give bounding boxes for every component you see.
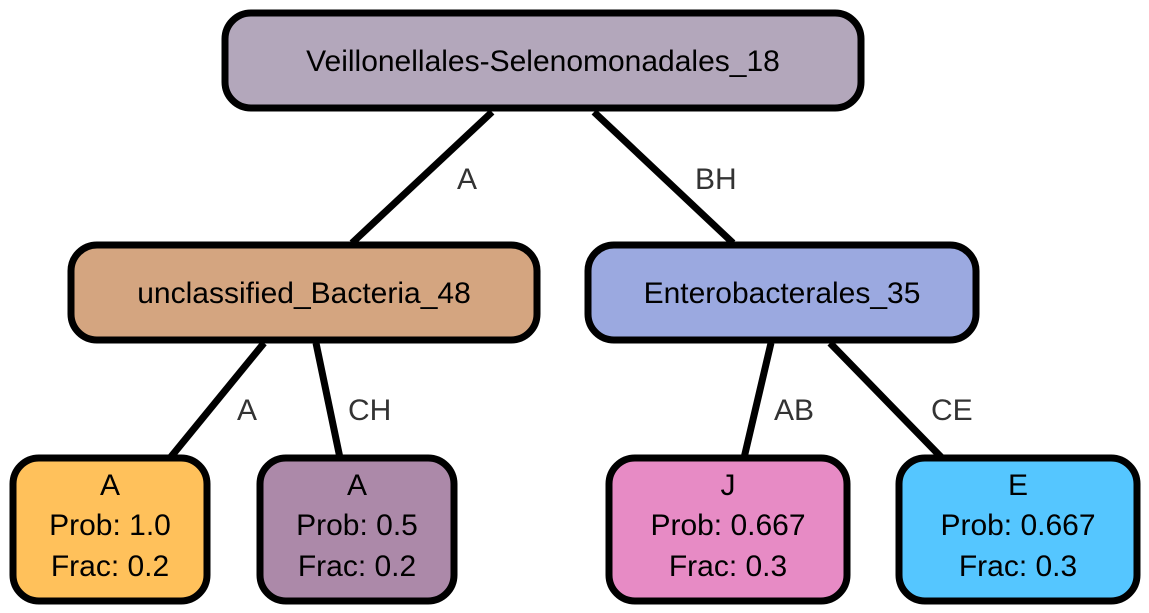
leaf-node-box <box>605 454 851 605</box>
edge-label-unclassified-leaf1: A <box>237 394 257 427</box>
edge-root-unclassified <box>349 109 495 246</box>
leaf-frac: Frac: 0.3 <box>669 550 787 583</box>
internal-node-label: Enterobacterales_35 <box>644 277 921 310</box>
leaf-node-1: A Prob: 1.0 Frac: 0.2 <box>9 454 211 605</box>
edge-label-root-entero: BH <box>695 163 737 196</box>
leaf-node-3: J Prob: 0.667 Frac: 0.3 <box>605 454 851 605</box>
leaf-node-box <box>9 454 211 605</box>
internal-node-box <box>67 241 541 344</box>
root-node: Veillonellales-Selenomonadales_18 <box>221 9 865 112</box>
edge-unclassified-leaf2 <box>312 342 344 459</box>
leaf-prob: Prob: 0.667 <box>650 509 805 542</box>
leaf-prob: Prob: 1.0 <box>49 509 171 542</box>
leaf-prob: Prob: 0.5 <box>296 509 418 542</box>
edge-entero-leaf3 <box>740 342 775 459</box>
leaf-frac: Frac: 0.2 <box>298 550 416 583</box>
leaf-title: A <box>347 469 367 502</box>
leaf-title: E <box>1008 469 1028 502</box>
edge-unclassified-leaf1 <box>167 340 267 461</box>
leaf-frac: Frac: 0.2 <box>51 550 169 583</box>
edge-label-entero-leaf3: AB <box>774 394 814 427</box>
leaf-node-box <box>256 454 458 605</box>
internal-node-label: unclassified_Bacteria_48 <box>137 277 471 310</box>
root-node-label: Veillonellales-Selenomonadales_18 <box>306 45 780 78</box>
leaf-title: A <box>100 469 120 502</box>
edge-label-root-unclassified: A <box>457 163 477 196</box>
leaf-frac: Frac: 0.3 <box>959 550 1077 583</box>
internal-node-unclassified: unclassified_Bacteria_48 <box>67 241 541 344</box>
edge-label-entero-leaf4: CE <box>931 394 973 427</box>
leaf-title: J <box>721 469 736 502</box>
internal-node-box <box>584 241 980 344</box>
leaf-node-2: A Prob: 0.5 Frac: 0.2 <box>256 454 458 605</box>
edge-root-entero <box>591 109 736 246</box>
root-node-box <box>221 9 865 112</box>
leaf-node-4: E Prob: 0.667 Frac: 0.3 <box>895 454 1141 605</box>
internal-node-enterobacterales: Enterobacterales_35 <box>584 241 980 344</box>
leaf-prob: Prob: 0.667 <box>940 509 1095 542</box>
edge-label-unclassified-leaf2: CH <box>348 394 391 427</box>
edge-entero-leaf4 <box>827 340 945 461</box>
leaf-node-box <box>895 454 1141 605</box>
